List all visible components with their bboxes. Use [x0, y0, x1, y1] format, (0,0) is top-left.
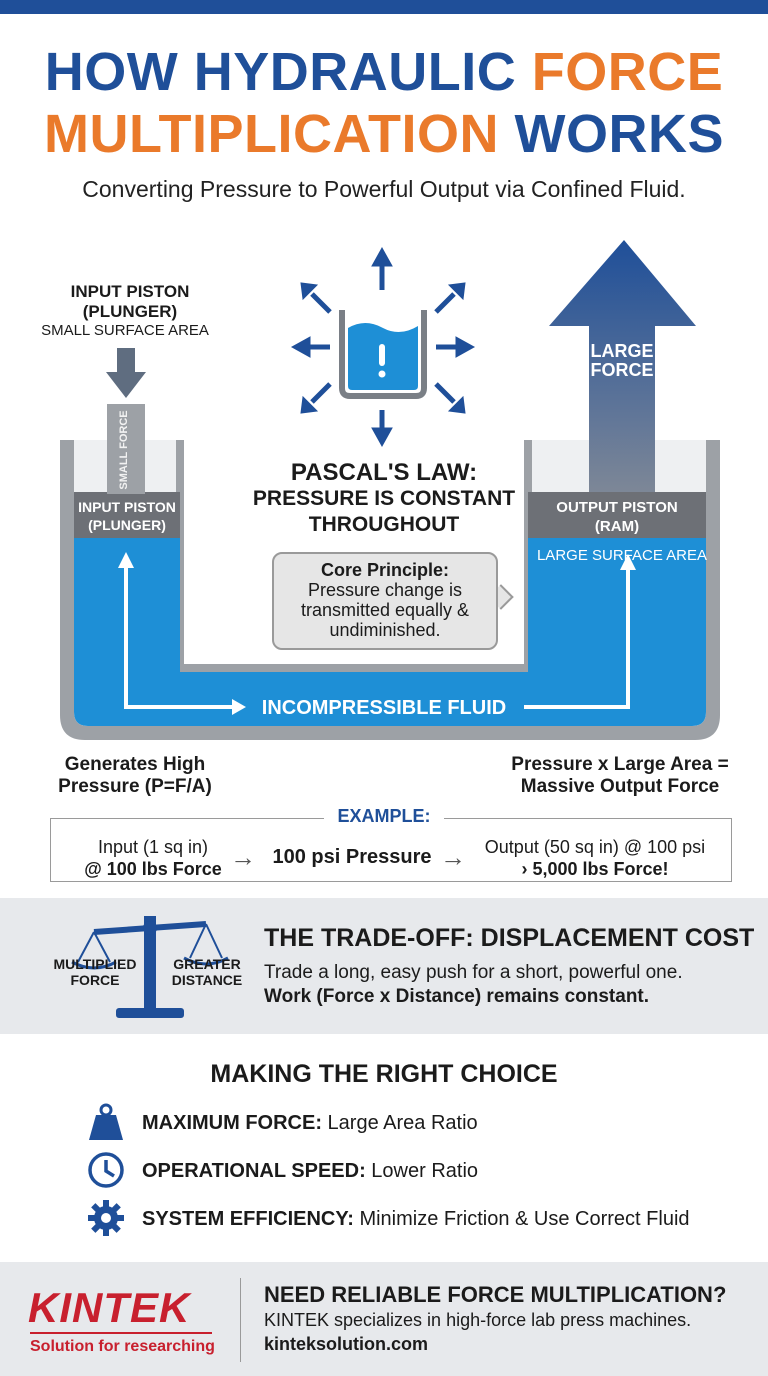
footer-divider: [240, 1278, 241, 1362]
tradeoff-title: THE TRADE-OFF: DISPLACEMENT COST: [264, 924, 755, 952]
pascal-law-heading: PASCAL'S LAW: PRESSURE IS CONSTANT THROU…: [244, 460, 524, 538]
title-part-accent: FORCE: [531, 42, 724, 102]
arrow-right-icon: →: [230, 842, 256, 872]
core-principle-title: Core Principle:: [320, 560, 450, 580]
input-arrow-head: [106, 372, 146, 398]
example-title: EXAMPLE:: [324, 806, 444, 827]
example-output-line: Output (50 sq in) @ 100 psi: [484, 837, 706, 857]
input-piston-title: INPUT PISTON (PLUNGER): [70, 282, 190, 321]
weight-icon: [89, 1103, 123, 1140]
input-arrow-shaft: [117, 348, 135, 372]
output-piston-label-2: (RAM): [595, 518, 639, 535]
pressure-arrows-icon: [290, 246, 476, 448]
kintek-logo[interactable]: KINTEK: [28, 1284, 191, 1331]
clock-icon: [88, 1152, 124, 1188]
hydraulic-diagram: SMALL FORCE INPUT PISTON (PLUNGER) OUTPU…: [60, 240, 720, 740]
choice-item-label: MAXIMUM FORCE:: [142, 1112, 322, 1134]
fluid-label: INCOMPRESSIBLE FLUID: [262, 697, 506, 719]
choice-item-label: OPERATIONAL SPEED:: [142, 1160, 366, 1182]
example-output-line: › 5,000 lbs Force!: [521, 859, 669, 879]
choice-title: MAKING THE RIGHT CHOICE: [210, 1060, 558, 1088]
footer-title: NEED RELIABLE FORCE MULTIPLICATION?: [264, 1282, 727, 1307]
small-force-label: SMALL FORCE: [118, 410, 130, 489]
page-title-line1: HOW HYDRAULIC FORCE: [0, 42, 768, 102]
choice-item-speed: OPERATIONAL SPEED: Lower Ratio: [142, 1160, 478, 1183]
logo-tagline: Solution for researching: [30, 1338, 215, 1355]
pascal-line: PASCAL'S LAW:: [290, 459, 478, 486]
pascal-line: THROUGHOUT: [308, 513, 460, 536]
top-accent-bar: [0, 0, 768, 14]
generates-pressure-label: Generates High Pressure (P=F/A): [58, 754, 212, 797]
pascal-line: PRESSURE IS CONSTANT: [252, 487, 516, 510]
flow-line-left: [124, 565, 235, 709]
example-input-line: @ 100 lbs Force: [84, 859, 222, 879]
fluid: [74, 536, 706, 726]
flow-arrowhead-up-right: [620, 554, 636, 570]
example-output: Output (50 sq in) @ 100 psi › 5,000 lbs …: [470, 836, 720, 880]
choice-item-value: Lower Ratio: [371, 1160, 479, 1182]
multiplied-force-label: MULTIPLIED FORCE: [53, 956, 137, 988]
large-area-label: LARGE SURFACE AREA: [537, 547, 707, 564]
page-title-line2: MULTIPLICATION WORKS: [0, 104, 768, 164]
input-piston-label-1: INPUT PISTON: [78, 499, 176, 515]
example-input: Input (1 sq in) @ 100 lbs Force: [58, 836, 248, 880]
flow-arrowhead-up-left: [118, 552, 134, 568]
pascal-beaker-icon: [339, 310, 427, 399]
choice-item-max-force: MAXIMUM FORCE: Large Area Ratio: [142, 1112, 478, 1135]
input-piston-label-2: (PLUNGER): [88, 517, 166, 533]
choice-item-value: Large Area Ratio: [327, 1112, 478, 1134]
footer: [0, 1262, 768, 1376]
logo-underline: [30, 1332, 212, 1334]
input-piston: [74, 492, 180, 538]
choice-item-label: SYSTEM EFFICIENCY:: [142, 1208, 354, 1230]
output-piston: [528, 492, 706, 538]
footer-link[interactable]: kinteksolution.com: [264, 1334, 429, 1354]
input-piston-rod: [107, 404, 145, 494]
core-principle-callout: Core Principle: Pressure change is trans…: [272, 552, 498, 650]
output-force-label: Pressure x Large Area = Massive Output F…: [511, 754, 729, 797]
flow-arrowhead-right: [232, 699, 246, 715]
input-area-label: SMALL SURFACE AREA: [41, 322, 209, 339]
large-force-arrow: [549, 240, 696, 492]
arrow-right-icon: →: [440, 842, 466, 872]
title-part: HOW HYDRAULIC: [44, 42, 517, 102]
output-piston-label-1: OUTPUT PISTON: [556, 499, 677, 516]
subtitle: Converting Pressure to Powerful Output v…: [82, 176, 686, 202]
core-principle-text: Pressure change is transmitted equally &…: [300, 580, 470, 640]
large-force-label-1: LARGE: [591, 341, 654, 361]
title-part-accent: MULTIPLICATION: [44, 104, 499, 164]
choice-item-efficiency: SYSTEM EFFICIENCY: Minimize Friction & U…: [142, 1208, 690, 1231]
balance-scale-icon: [71, 916, 229, 1018]
large-force-label-2: FORCE: [591, 360, 654, 380]
flow-line-right: [524, 568, 630, 709]
title-part: WORKS: [514, 104, 724, 164]
footer-text: KINTEK specializes in high-force lab pre…: [264, 1310, 692, 1330]
tradeoff-text-bold: Work (Force x Distance) remains constant…: [264, 986, 650, 1007]
example-input-line: Input (1 sq in): [97, 837, 209, 857]
example-pressure: 100 psi Pressure: [272, 846, 432, 868]
gear-icon: [88, 1200, 124, 1236]
tradeoff-text: Trade a long, easy push for a short, pow…: [264, 962, 683, 983]
greater-distance-label: GREATER DISTANCE: [171, 956, 243, 988]
choice-item-value: Minimize Friction & Use Correct Fluid: [359, 1208, 690, 1230]
